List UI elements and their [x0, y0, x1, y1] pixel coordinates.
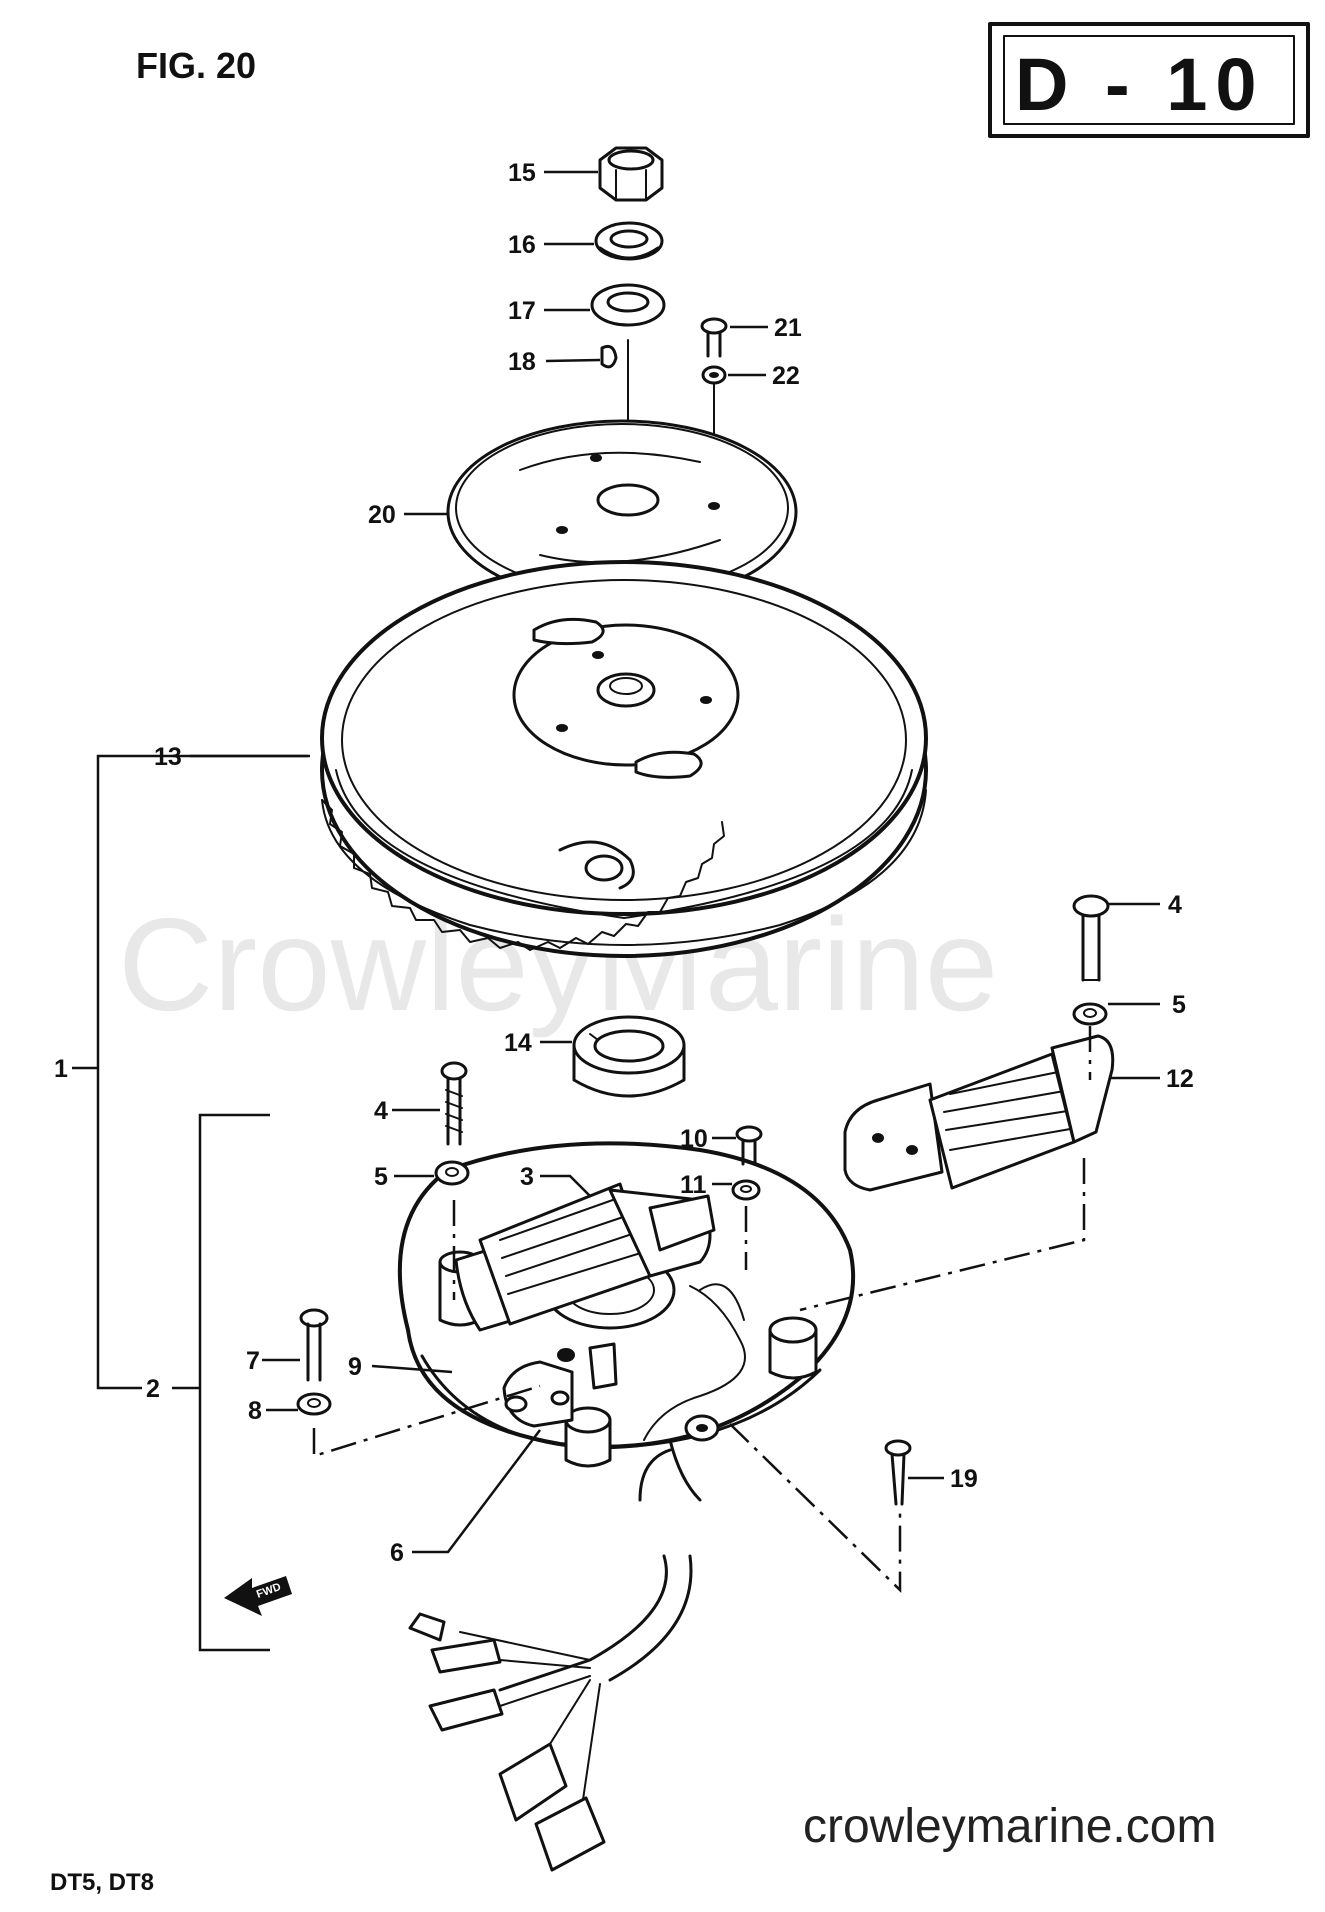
- callout-1: 1: [54, 1055, 68, 1083]
- part-4-screw-right: [1072, 894, 1110, 982]
- callout-labels: 15 16 17 18 21 22 20 13 4 5 12 14 1 4 5 …: [54, 159, 1194, 1567]
- part-10-screw: [735, 1125, 763, 1166]
- part-17-washer: [590, 283, 666, 327]
- part-7-screw: [299, 1308, 329, 1382]
- callout-18: 18: [508, 348, 536, 376]
- callout-7: 7: [246, 1347, 260, 1375]
- part-12-charging-coil: [843, 1034, 1115, 1192]
- callout-2: 2: [146, 1375, 160, 1403]
- forward-arrow-icon: FWD: [224, 1576, 292, 1616]
- part-14-rotor: [572, 1015, 686, 1098]
- callout-21: 21: [774, 314, 802, 342]
- part-18-key: [600, 344, 618, 369]
- callout-16: 16: [508, 231, 536, 259]
- part-8-washer: [296, 1392, 332, 1416]
- callout-10: 10: [680, 1125, 708, 1153]
- callout-11: 11: [680, 1171, 707, 1199]
- model-label: DT5, DT8: [50, 1869, 154, 1896]
- part-13-flywheel: [320, 560, 928, 958]
- figure-code: D - 10: [1015, 43, 1265, 126]
- callout-5-right: 5: [1172, 991, 1186, 1019]
- callout-5-left: 5: [374, 1163, 388, 1191]
- callout-9: 9: [348, 1353, 362, 1381]
- part-15-nut: [598, 146, 664, 202]
- callout-4-right: 4: [1168, 891, 1182, 919]
- alignment-lines: [312, 1026, 1092, 1593]
- figure-title: FIG. 20: [136, 45, 256, 86]
- callout-20: 20: [368, 501, 396, 529]
- callout-6: 6: [390, 1539, 404, 1567]
- callout-14: 14: [504, 1029, 532, 1057]
- part-21-screw: [700, 317, 728, 358]
- part-5-washer-left: [434, 1160, 470, 1186]
- part-3-exciter-coil: [454, 1182, 716, 1332]
- part-19-screw: [884, 1439, 912, 1506]
- callout-3: 3: [520, 1163, 534, 1191]
- part-4-screw-left: [440, 1061, 468, 1146]
- callout-22: 22: [772, 362, 800, 390]
- part-6-pulser-coil: [502, 1342, 618, 1428]
- figure-code-box: D - 10: [988, 22, 1310, 138]
- callout-12: 12: [1166, 1065, 1194, 1093]
- part-16-lock-washer: [594, 221, 664, 261]
- wire-harness: [408, 1554, 693, 1872]
- site-url: crowleymarine.com: [803, 1800, 1216, 1853]
- part-11-washer: [731, 1179, 761, 1201]
- callout-4-left: 4: [374, 1097, 388, 1125]
- callout-17: 17: [508, 297, 536, 325]
- part-5-washer-right: [1072, 1002, 1108, 1026]
- callout-8: 8: [248, 1397, 262, 1425]
- leader-lines: [190, 170, 1160, 1554]
- callout-13: 13: [154, 743, 182, 771]
- part-22-lock-washer: [701, 365, 727, 385]
- callout-15: 15: [508, 159, 536, 187]
- callout-19: 19: [950, 1465, 978, 1493]
- stator-wiring: [557, 1283, 746, 1502]
